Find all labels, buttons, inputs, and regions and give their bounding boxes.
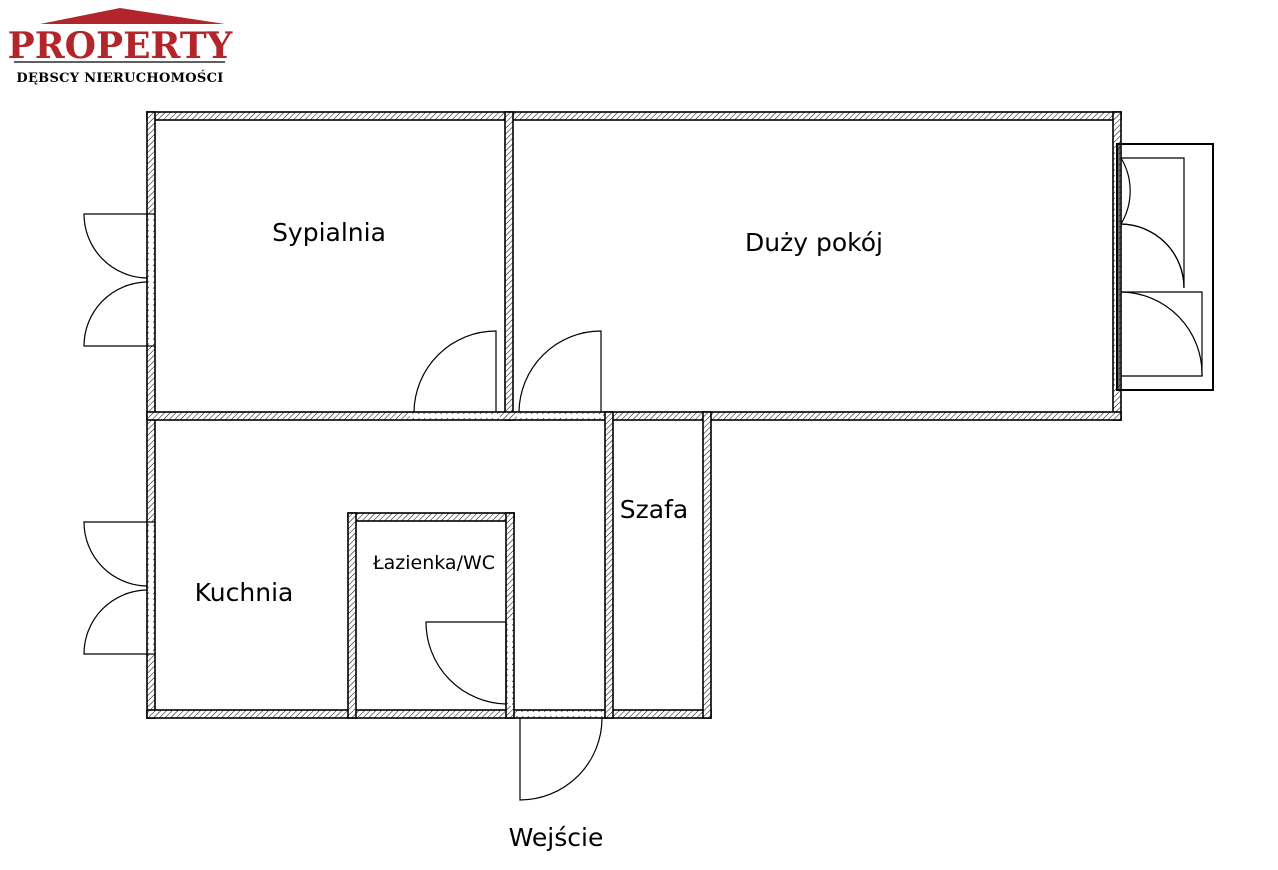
wall-mid-horizontal	[146, 411, 1122, 421]
wall-bath-right	[505, 512, 515, 719]
bathroom-door	[425, 621, 507, 705]
bedroom-door	[413, 330, 497, 413]
wall-corridor-wardrobe	[604, 411, 614, 719]
entrance-door	[519, 717, 603, 801]
walls	[146, 111, 1122, 719]
living-room-door	[518, 330, 602, 413]
wall-bath-top	[347, 512, 515, 522]
label-duzy-pokoj: Duży pokój	[745, 228, 883, 257]
wall-bath-left	[347, 512, 357, 719]
logo-roof-icon	[40, 8, 225, 24]
bedroom-window	[83, 213, 155, 347]
wall-bottom	[146, 709, 712, 719]
wall-bedroom-living	[504, 111, 514, 421]
label-lazienka: Łazienka/WC	[372, 552, 495, 574]
wall-top	[146, 111, 1122, 121]
label-sypialnia: Sypialnia	[272, 218, 386, 247]
logo-tagline: DĘBSCY NIERUCHOMOŚCI	[16, 69, 223, 86]
label-wejscie: Wejście	[509, 823, 604, 852]
label-szafa: Szafa	[620, 495, 688, 524]
label-kuchnia: Kuchnia	[195, 578, 294, 607]
logo-brand: PROPERTY	[8, 25, 234, 67]
wall-wardrobe-right	[702, 411, 712, 719]
balcony	[1116, 143, 1214, 391]
kitchen-window	[83, 521, 155, 655]
property-logo: PROPERTY DĘBSCY NIERUCHOMOŚCI	[8, 8, 234, 86]
